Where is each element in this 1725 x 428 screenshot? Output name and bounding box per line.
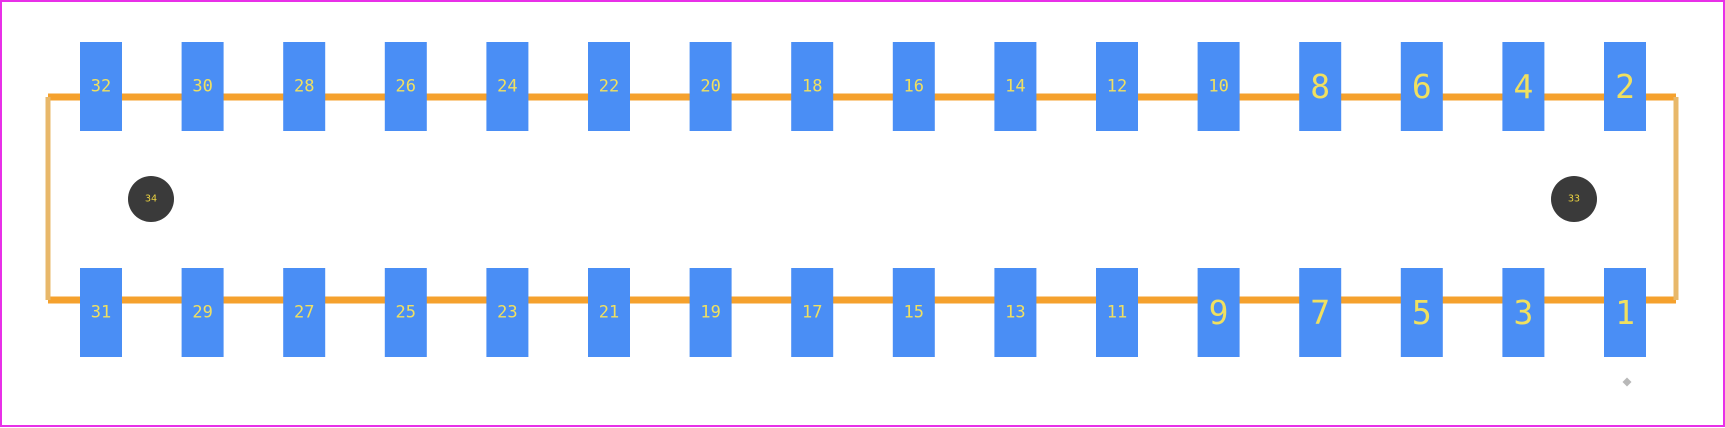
top-pad-2 [1604,42,1646,131]
top-pad-row: 32 30 28 26 24 22 20 18 16 14 12 10 8 6 4 2 [80,42,1646,131]
top-pad-24 [486,42,529,131]
top-pad-14 [994,42,1037,131]
bottom-pad-17 [791,268,834,357]
pad-number-label: 13 [1005,303,1025,323]
origin-marker [1622,377,1632,387]
top-pad-8 [1299,42,1342,131]
top-pad-28 [283,42,326,131]
top-pad-26 [384,42,427,131]
pad-number-label: 28 [294,77,314,97]
pad-number-label: 17 [802,303,822,323]
pad-number-label: 3 [1513,293,1533,332]
pad-number-label: 16 [904,77,924,97]
pad-number-label: 22 [599,77,619,97]
bottom-pad-9 [1197,268,1240,357]
bottom-pad-25 [384,268,427,357]
top-pad-10 [1197,42,1240,131]
pad-number-label: 23 [497,303,517,323]
pad-number-label: 27 [294,303,314,323]
origin-diamond-icon [1622,377,1632,387]
bottom-pad-3 [1502,268,1545,357]
pad-number-label: 5 [1412,293,1432,332]
bottom-pad-23 [486,268,529,357]
bottom-pad-7 [1299,268,1342,357]
top-pad-18 [791,42,834,131]
pad-number-label: 8 [1310,67,1330,106]
top-pad-12 [1096,42,1138,131]
pad-number-label: 4 [1513,67,1533,106]
bottom-pad-1 [1604,268,1646,357]
bottom-pad-5 [1400,268,1443,357]
top-pad-16 [892,42,935,131]
pad-number-label: 18 [802,77,822,97]
pad-number-label: 21 [599,303,619,323]
pad-number-label: 6 [1412,67,1432,106]
pad-number-label: 29 [192,303,212,323]
pad-number-label: 19 [700,303,720,323]
mount-hole-label: 33 [1568,194,1580,205]
mount-hole-right [1551,176,1597,222]
mount-hole-left [128,176,174,222]
bottom-pad-29 [181,268,224,357]
pad-number-label: 32 [91,77,111,97]
pad-number-label: 1 [1615,293,1635,332]
top-pad-6 [1400,42,1443,131]
pad-number-label: 12 [1107,77,1127,97]
bottom-pad-15 [892,268,935,357]
pad-number-label: 20 [700,77,720,97]
bottom-pad-21 [588,268,630,357]
top-pad-20 [689,42,732,131]
mounting-holes: 34 33 [128,176,1597,222]
pad-number-label: 9 [1209,293,1229,332]
top-pad-30 [181,42,224,131]
pad-number-label: 31 [91,303,111,323]
pad-number-label: 10 [1208,77,1228,97]
bottom-pad-19 [689,268,732,357]
pad-number-label: 24 [497,77,517,97]
bottom-pad-31 [80,268,122,357]
bottom-pad-27 [283,268,326,357]
pad-number-label: 26 [396,77,416,97]
pad-number-label: 25 [396,303,416,323]
pad-number-label: 2 [1615,67,1635,106]
pad-number-label: 30 [192,77,212,97]
pad-number-label: 14 [1005,77,1025,97]
bottom-pad-13 [994,268,1037,357]
top-pad-4 [1502,42,1545,131]
pad-number-label: 7 [1310,293,1330,332]
pad-number-label: 11 [1107,303,1127,323]
pad-number-label: 15 [904,303,924,323]
bottom-pad-11 [1096,268,1138,357]
top-pad-22 [588,42,630,131]
mount-hole-label: 34 [145,194,157,205]
top-pad-32 [80,42,122,131]
